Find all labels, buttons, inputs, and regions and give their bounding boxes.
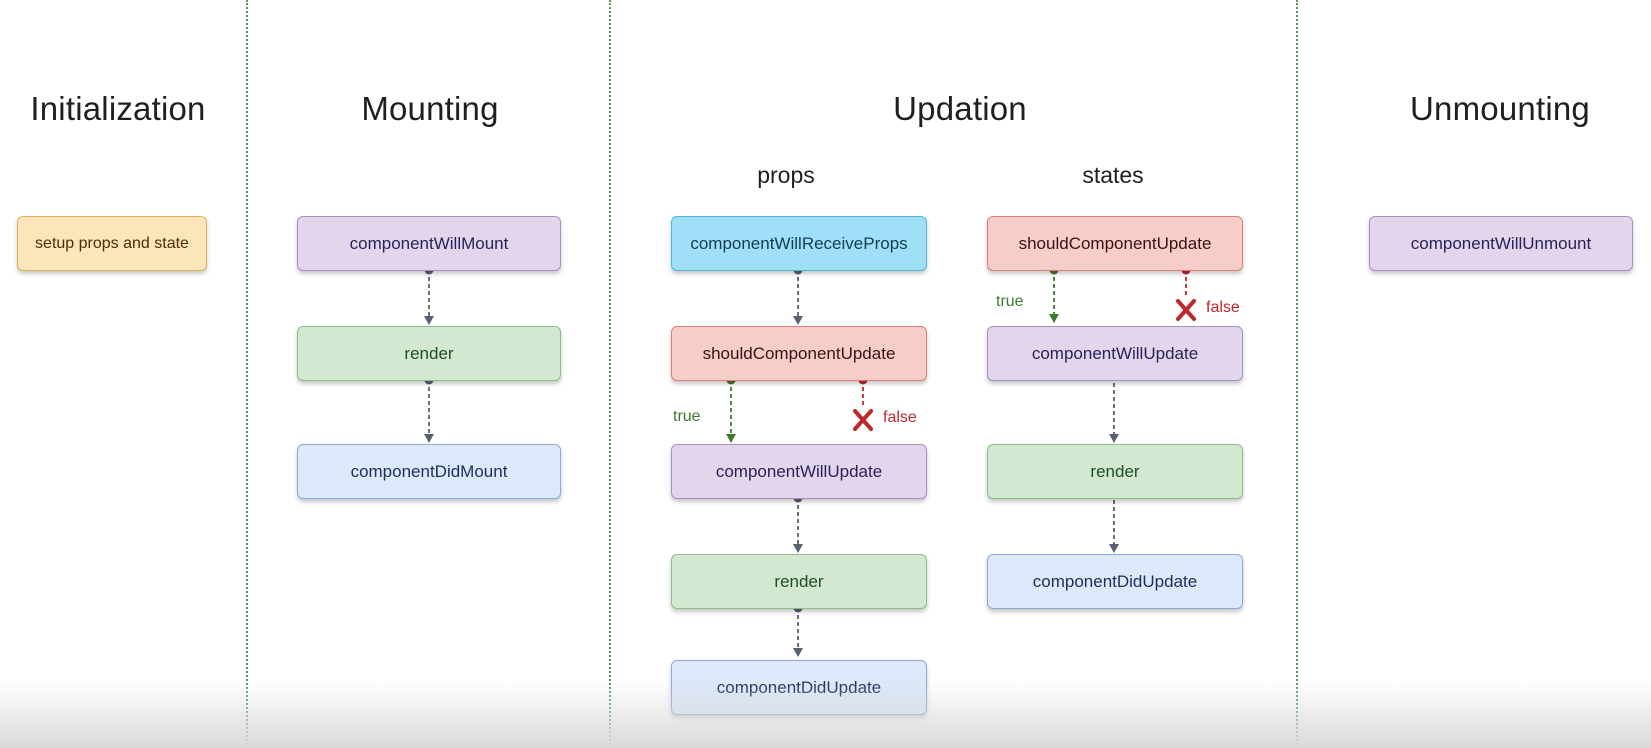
props-should-component-update-box: shouldComponentUpdate xyxy=(671,326,927,381)
divider-mount-update xyxy=(609,0,611,748)
props-false-label: false xyxy=(883,409,917,426)
states-component-did-update-box: componentDidUpdate xyxy=(987,554,1243,609)
states-component-will-update-box: componentWillUpdate xyxy=(987,326,1243,381)
subheading-states: states xyxy=(1082,162,1144,188)
states-true-label: true xyxy=(996,293,1024,310)
heading-updation: Updation xyxy=(893,90,1027,127)
heading-unmounting: Unmounting xyxy=(1410,90,1590,127)
props-component-will-update-box: componentWillUpdate xyxy=(671,444,927,499)
divider-update-unmount xyxy=(1296,0,1298,748)
component-did-mount-box: componentDidMount xyxy=(297,444,561,499)
mounting-render-box: render xyxy=(297,326,561,381)
divider-init-mount xyxy=(246,0,248,748)
states-false-label: false xyxy=(1206,299,1240,316)
heading-mounting: Mounting xyxy=(361,90,499,127)
cross-icon xyxy=(853,299,1196,431)
states-render-box: render xyxy=(987,444,1243,499)
props-component-did-update-box: componentDidUpdate xyxy=(671,660,927,715)
component-will-mount-box: componentWillMount xyxy=(297,216,561,271)
setup-props-and-state-box: setup props and state xyxy=(17,216,207,271)
subheading-props: props xyxy=(757,162,815,188)
component-will-unmount-box: componentWillUnmount xyxy=(1369,216,1633,271)
props-true-label: true xyxy=(673,408,701,425)
component-will-receive-props-box: componentWillReceiveProps xyxy=(671,216,927,271)
props-render-box: render xyxy=(671,554,927,609)
states-should-component-update-box: shouldComponentUpdate xyxy=(987,216,1243,271)
heading-initialization: Initialization xyxy=(30,90,206,127)
